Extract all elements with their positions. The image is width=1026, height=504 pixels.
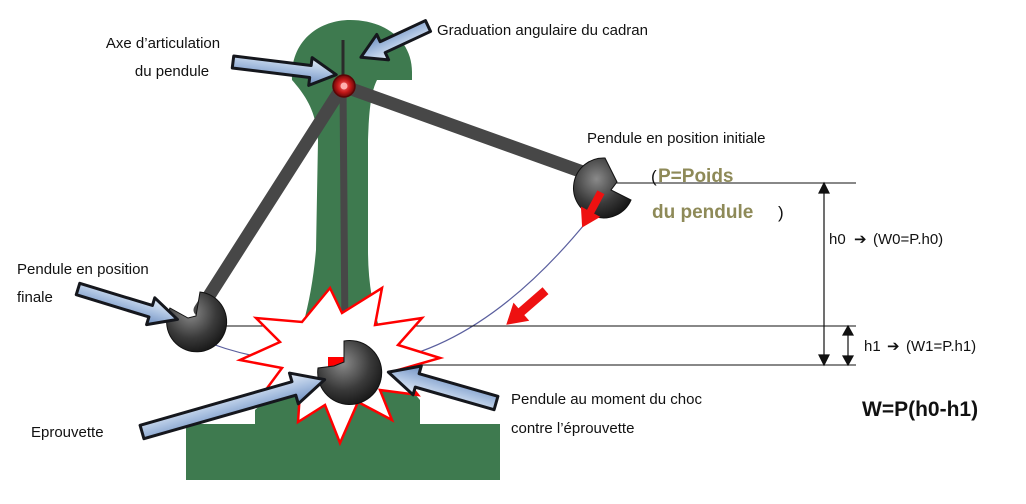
label-weight: ( P=Poids du pendule ) [651,166,784,223]
h1-formula: (W1=P.h1) [906,338,976,355]
label-weight-paren-open: ( [651,167,657,186]
pendulum-rod-initial [336,79,612,187]
label-pivot: Axe d’articulation du pendule [106,35,220,80]
label-impact: Pendule au moment du choc contre l’éprou… [511,391,702,437]
label-final-line1: Pendule en position [17,261,149,278]
h0-formula: (W0=P.h0) [873,231,943,248]
label-initial: Pendule en position initiale [587,130,765,147]
work-formula: W=P(h0-h1) [862,398,978,421]
h1-label: h1 [864,338,881,355]
callout-arrow-impact [386,364,500,412]
label-weight-paren-close: ) [778,203,784,222]
motion-arrow-1 [580,190,605,228]
label-pivot-line1: Axe d’articulation [106,35,220,52]
pendulum-rod-final [193,79,350,317]
callout-arrow-final [74,281,179,327]
label-weight-line1: P=Poids [658,166,734,187]
h0-dimension-arrow [818,181,830,367]
h0-annotation: h0 ➔ (W0=P.h0) [829,231,943,248]
callout-arrow-pivot [230,54,338,87]
h0-label: h0 [829,231,846,248]
pendulum-arms [193,79,612,340]
h0-arrow-glyph: ➔ [854,231,867,248]
pendulum-rod-vertical [339,82,349,340]
label-final-line2: finale [17,289,53,306]
h1-annotation: h1 ➔ (W1=P.h1) [864,338,976,355]
callout-arrow-dial [359,19,433,62]
hammer-impact [317,340,383,405]
label-pivot-line2: du pendule [135,63,209,80]
label-impact-line1: Pendule au moment du choc [511,391,702,408]
label-final: Pendule en position finale [17,261,149,306]
pivot-axis-core [340,82,348,90]
h1-arrow-glyph: ➔ [887,338,900,355]
label-impact-line2: contre l’éprouvette [511,420,634,437]
callout-arrow-specimen [138,371,327,441]
hammer-final [166,291,228,353]
h1-dimension-arrow [841,324,855,367]
motion-arrow-2 [506,287,549,325]
label-dial: Graduation angulaire du cadran [437,22,648,39]
label-specimen: Eprouvette [31,424,104,441]
label-weight-line2: du pendule [652,202,753,223]
